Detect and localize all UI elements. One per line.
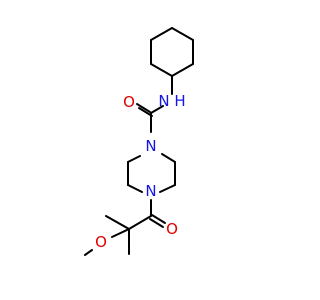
ketone-oxygen-label: O (166, 220, 178, 238)
acyl-group (84, 199, 166, 256)
amide-nh-hydrogen: H (174, 92, 185, 110)
piperazine-nitrogen-top-label: N (145, 137, 156, 155)
molecule-diagram: N H O N N O O (84, 27, 194, 256)
ether-oxygen-label: O (95, 233, 107, 251)
structure-canvas: N H O N N O O (84, 27, 194, 256)
piperazine-ring (127, 153, 176, 193)
amide-nitrogen-label: N H (158, 92, 185, 110)
amide-group (136, 75, 173, 133)
cyclohexyl-ring (150, 27, 194, 77)
amide-nitrogen-symbol: N (158, 92, 169, 110)
amide-oxygen-label: O (123, 93, 135, 111)
piperazine-nitrogen-bottom-label: N (145, 182, 156, 200)
